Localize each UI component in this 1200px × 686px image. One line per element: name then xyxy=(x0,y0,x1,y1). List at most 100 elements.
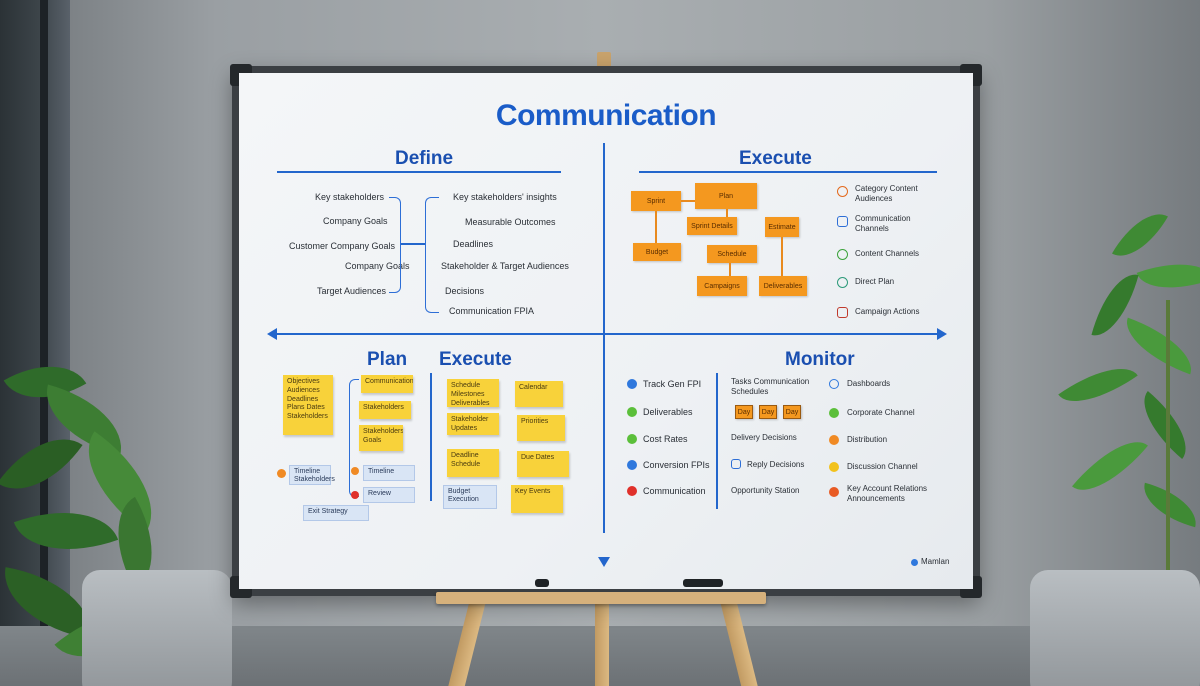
flow-box: Sprint Details xyxy=(687,217,737,235)
plan-dot xyxy=(277,469,286,478)
monitor-right-item: Key Account Relations Announcements xyxy=(847,484,928,503)
define-left-item: Company Goals xyxy=(323,216,388,226)
status-dot xyxy=(829,408,839,418)
flow-connector xyxy=(655,211,657,243)
status-dot xyxy=(829,487,839,497)
calendar-icon xyxy=(731,459,741,469)
monitor-left-item: Deliverables xyxy=(643,407,693,417)
sticky-note: Stakeholders xyxy=(359,401,411,419)
board-surface: Communication Define Key stakeholders Co… xyxy=(239,73,973,589)
arrow-right-icon xyxy=(937,328,947,340)
monitor-left-item: Conversion FPIs xyxy=(643,460,710,470)
define-left-item: Target Audiences xyxy=(317,286,387,296)
sticky-note: Deadline Schedule xyxy=(447,449,499,477)
define-left-item: Company Goals xyxy=(345,261,410,271)
monitor-mid-item: Opportunity Station xyxy=(731,486,800,495)
flow-box: Budget xyxy=(633,243,681,261)
arrow-down-icon xyxy=(598,557,610,567)
monitor-left-item: Cost Rates xyxy=(643,434,688,444)
monitor-right-item: Discussion Channel xyxy=(847,462,918,471)
sticky-note: Due Dates xyxy=(517,451,569,477)
section-title-plan: Plan xyxy=(367,349,408,370)
monitor-left-item: Communication xyxy=(643,486,706,496)
define-right-item: Communication FPIA xyxy=(449,306,535,316)
define-left-item: Key stakeholders xyxy=(315,192,385,202)
sticky-note: Objectives Audiences Deadlines Plans Dat… xyxy=(283,375,333,435)
execute-side-item: Campaign Actions xyxy=(855,307,920,316)
define-connector xyxy=(425,197,439,313)
flow-box: Campaigns xyxy=(697,276,747,296)
execute-side-item: Communication Channels xyxy=(855,214,911,233)
flow-connector xyxy=(726,209,728,217)
flow-connector xyxy=(681,200,695,202)
section-title-execute-bottom: Execute xyxy=(439,349,512,370)
plan-tag: Review xyxy=(363,487,415,503)
status-dot xyxy=(829,435,839,445)
flow-box: Deliverables xyxy=(759,276,807,296)
monitor-mid-item: Reply Decisions xyxy=(747,460,805,469)
easel-tray xyxy=(436,592,766,604)
sticky-note: Communication xyxy=(361,375,413,393)
monitor-mid-item: Tasks Communication Schedules xyxy=(731,377,810,396)
define-right-item: Measurable Outcomes xyxy=(465,217,556,227)
execute-side-item: Direct Plan xyxy=(855,277,895,286)
status-dot xyxy=(829,462,839,472)
arrow-left-icon xyxy=(267,328,277,340)
plan-dot xyxy=(351,491,359,499)
define-connector xyxy=(389,197,401,293)
define-link xyxy=(401,243,425,245)
execute-bottom-divider xyxy=(430,373,432,501)
flow-box: Estimate xyxy=(765,217,799,237)
sticky-note: Priorities xyxy=(517,415,565,441)
flow-connector xyxy=(729,263,731,276)
monitor-divider xyxy=(716,373,718,509)
marker xyxy=(683,579,723,587)
status-dot xyxy=(627,486,637,496)
monitor-left-item: Track Gen FPI xyxy=(643,379,702,389)
execute-top-underline xyxy=(639,171,937,173)
day-chip: Day xyxy=(735,405,753,419)
sticky-note: Calendar xyxy=(515,381,563,407)
whiteboard: Communication Define Key stakeholders Co… xyxy=(230,64,982,598)
marker xyxy=(535,579,549,587)
define-right-item: Key stakeholders' insights xyxy=(453,192,557,202)
monitor-right-item: Dashboards xyxy=(847,379,891,388)
plan-tag: Exit Strategy xyxy=(303,505,369,521)
section-title-define: Define xyxy=(395,148,454,169)
plan-tag: Timeline Stakeholders xyxy=(289,465,335,485)
footer-label: Mamlan xyxy=(921,557,950,566)
define-underline xyxy=(277,171,561,173)
day-chip: Day xyxy=(783,405,801,419)
campaign-icon xyxy=(837,307,848,318)
define-right-item: Deadlines xyxy=(453,239,494,249)
flow-box: Sprint xyxy=(631,191,681,211)
flow-box: Plan xyxy=(695,183,757,209)
execute-tag: Budget Execution xyxy=(443,485,497,509)
vertical-divider xyxy=(603,143,605,533)
plan-dot xyxy=(351,467,359,475)
execute-side-item: Content Channels xyxy=(855,249,920,258)
easel-leg-center xyxy=(595,600,609,686)
section-title-execute-top: Execute xyxy=(739,148,812,169)
sticky-note: Key Events xyxy=(511,485,563,513)
status-dot xyxy=(627,460,637,470)
section-title-monitor: Monitor xyxy=(785,349,855,370)
plan-tag: Timeline xyxy=(363,465,415,481)
day-chip: Day xyxy=(759,405,777,419)
flow-connector xyxy=(781,237,783,276)
flow-box: Schedule xyxy=(707,245,757,263)
dashboard-icon xyxy=(829,379,839,389)
monitor-mid-item: Delivery Decisions xyxy=(731,433,797,442)
status-dot xyxy=(627,434,637,444)
target-icon xyxy=(837,186,848,197)
channel-icon xyxy=(837,249,848,260)
execute-side-item: Category Content Audiences xyxy=(855,184,918,203)
status-dot xyxy=(627,407,637,417)
monitor-right-item: Distribution xyxy=(847,435,888,444)
plan-connector xyxy=(349,379,359,497)
sticky-note: Schedule Milestones Deliverables xyxy=(447,379,499,407)
horizontal-divider xyxy=(275,333,939,335)
right-chair xyxy=(1030,570,1200,686)
monitor-right-item: Corporate Channel xyxy=(847,408,915,417)
